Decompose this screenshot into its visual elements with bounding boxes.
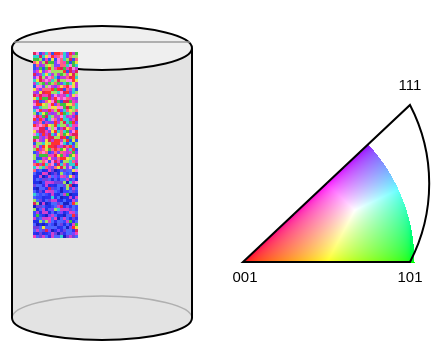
axis-label: 111: [399, 76, 422, 93]
axis-label: 001: [232, 268, 257, 285]
triangle-border: [243, 105, 429, 262]
axis-label: 101: [397, 268, 422, 285]
